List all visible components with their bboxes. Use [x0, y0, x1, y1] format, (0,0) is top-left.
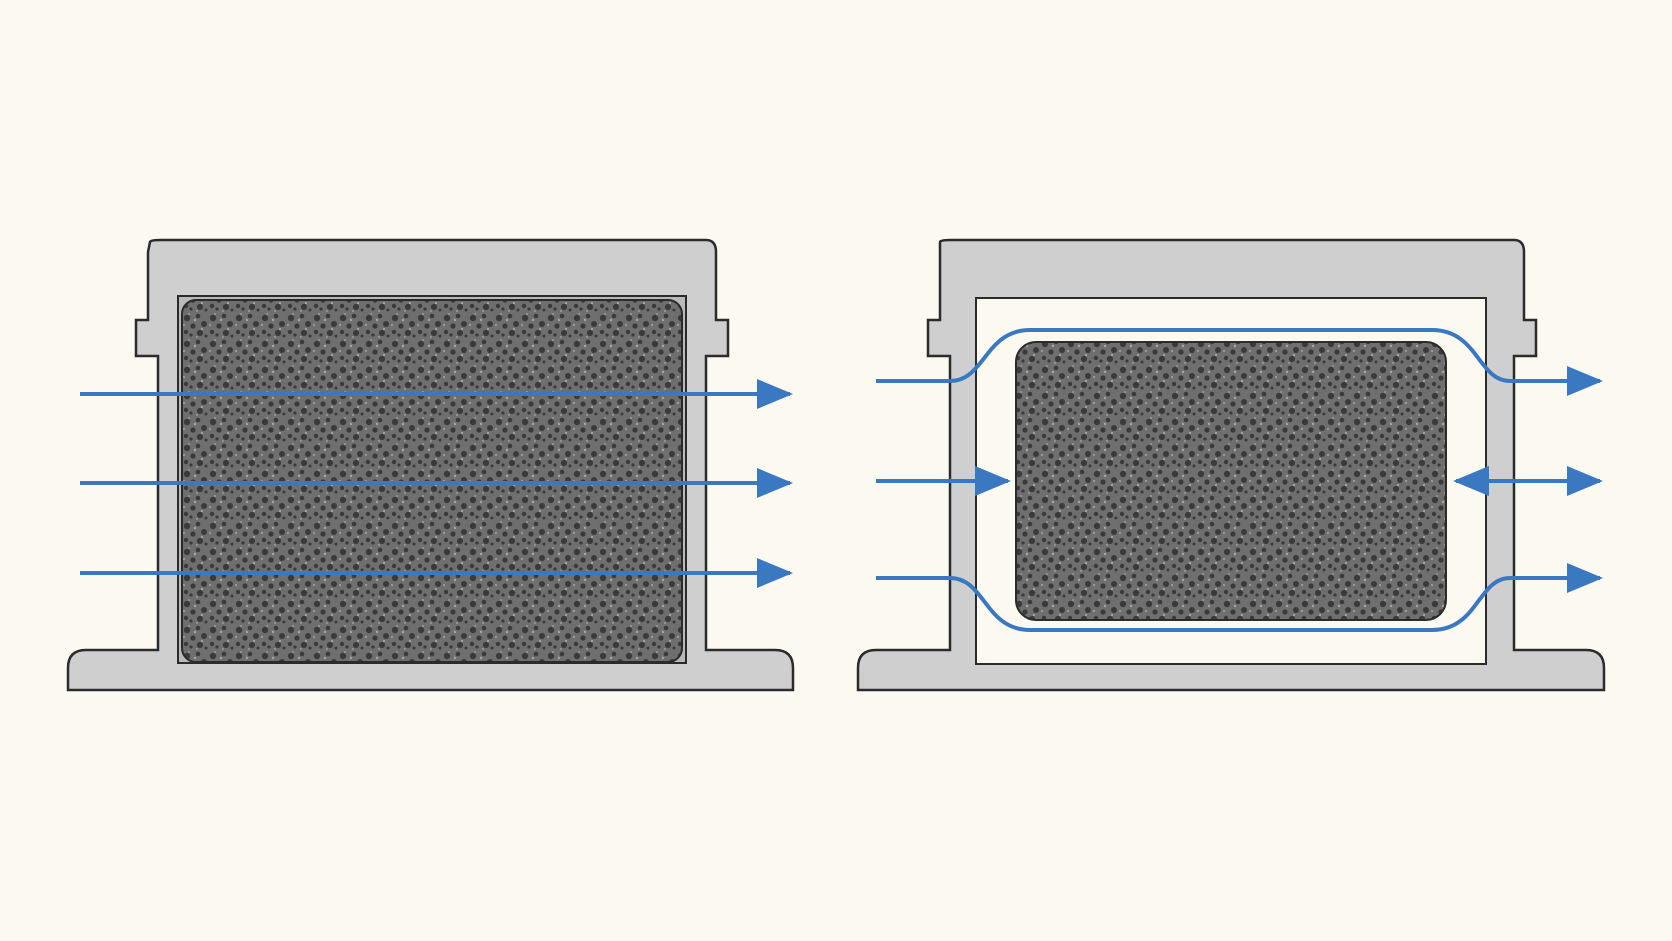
foam-right: [1015, 341, 1447, 621]
flow-arrow-right-bottom: [876, 563, 1603, 632]
flow-arrow-right-top: [876, 328, 1603, 396]
panel-loose-fit: [856, 238, 1606, 692]
panel-tight-fit: [66, 238, 795, 692]
